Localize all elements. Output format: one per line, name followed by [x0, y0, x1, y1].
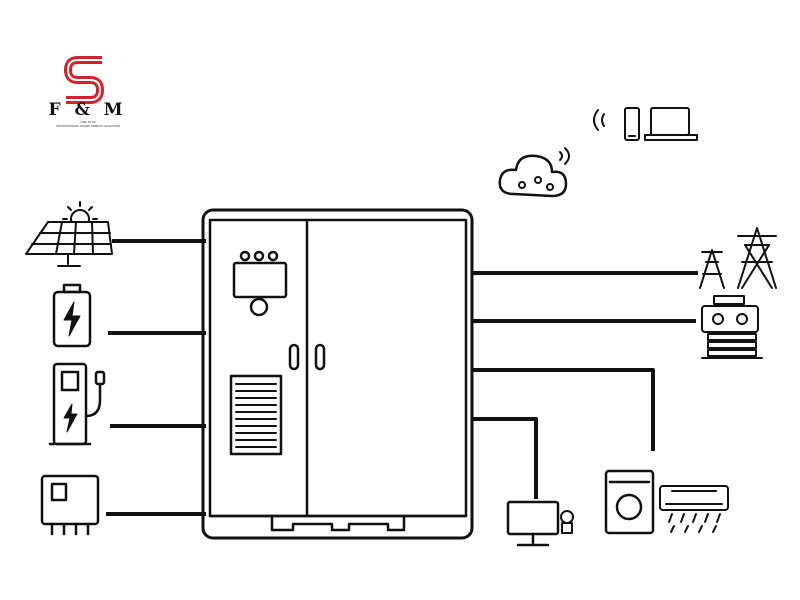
logo-tagline-line1: ONE-STOP: [80, 120, 96, 124]
generator-icon: [701, 295, 763, 359]
power-grid-icon: [699, 227, 777, 289]
wifi-signal-icon: [593, 109, 605, 131]
air-conditioner-icon: [659, 485, 729, 533]
washing-machine-icon: [604, 469, 655, 535]
logo-title: F & M: [48, 100, 127, 120]
logo-tagline: ONE-STOP PROFESSIONAL SMART ENERGY SOLUT…: [38, 120, 138, 128]
logo-tagline-line2: PROFESSIONAL SMART ENERGY SOLUTION: [56, 124, 120, 128]
solar-panel-icon: [25, 201, 113, 267]
inverter-icon: [40, 474, 100, 536]
energy-storage-cabinet-icon: [201, 208, 474, 540]
ev-charger-icon: [48, 362, 106, 446]
smartphone-icon: [624, 107, 640, 141]
battery-icon: [52, 283, 92, 348]
line-appliances: [472, 368, 655, 451]
fm-logo-icon: [64, 56, 104, 104]
line-tv: [472, 417, 538, 499]
laptop-icon: [644, 107, 698, 141]
connection-lines: [106, 239, 698, 516]
tv-icon: [506, 500, 574, 547]
cloud-icon: [498, 147, 570, 198]
